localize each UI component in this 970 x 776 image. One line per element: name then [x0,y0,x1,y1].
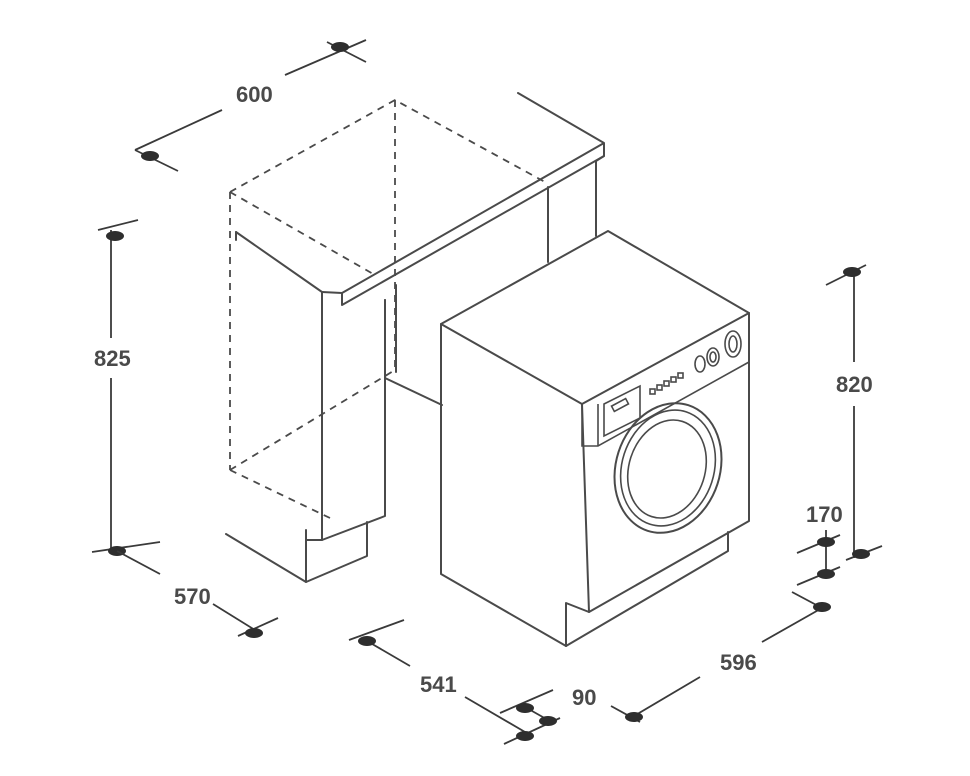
label-570: 570 [174,584,211,609]
label-825: 825 [94,346,131,371]
porthole-door [613,402,723,534]
label-170: 170 [806,502,843,527]
kitchen-cabinet [225,92,605,583]
label-541: 541 [420,672,457,697]
dimension-labels: 600 825 570 820 170 596 541 90 [94,82,873,710]
label-90: 90 [572,685,596,710]
dimension-lines [91,39,883,745]
washing-machine [440,230,750,647]
control-buttons [649,372,684,395]
label-600: 600 [236,82,273,107]
control-knobs [694,330,742,373]
label-596: 596 [720,650,757,675]
label-820: 820 [836,372,873,397]
